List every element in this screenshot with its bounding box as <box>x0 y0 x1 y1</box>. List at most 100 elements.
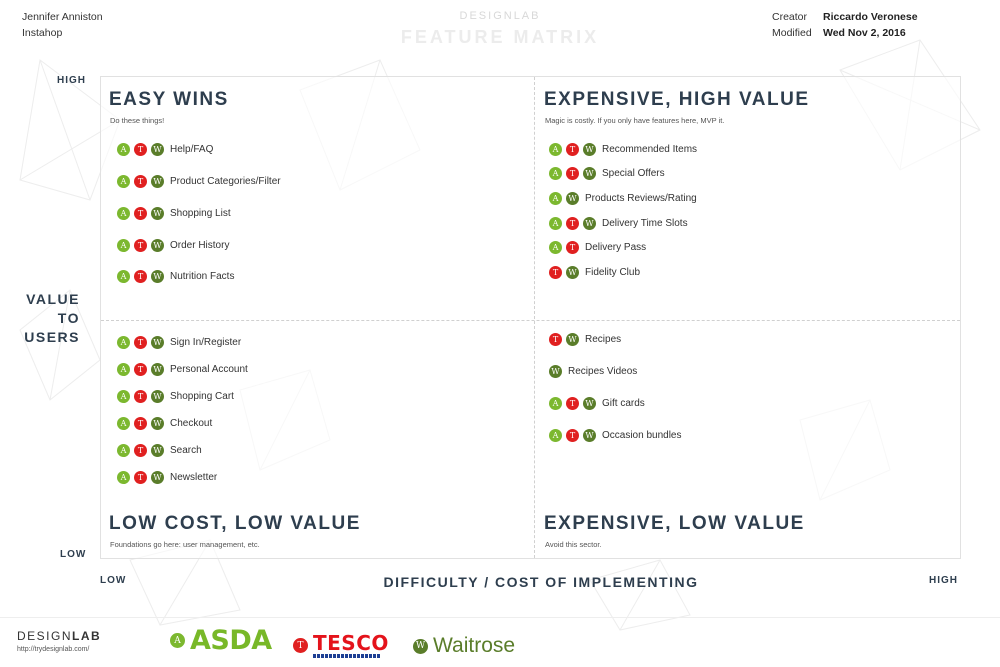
feature-item-label: Order History <box>170 240 230 251</box>
vertical-divider <box>534 77 535 558</box>
store-badge-icon: T <box>566 241 579 254</box>
store-badge-icon: T <box>134 270 147 283</box>
store-badge-icon: A <box>117 270 130 283</box>
tesco-logo-text: TESCO <box>313 631 389 655</box>
horizontal-divider <box>101 320 960 321</box>
store-badge-icon: T <box>134 471 147 484</box>
store-badge-icon: A <box>117 143 130 156</box>
store-badge-icon: A <box>549 397 562 410</box>
footer-brand-bold: LAB <box>72 629 102 643</box>
store-badge-icon: A <box>117 363 130 376</box>
store-badge-icon: T <box>566 143 579 156</box>
store-badge-icon: W <box>151 175 164 188</box>
footer-brand-light: DESIGN <box>17 629 73 643</box>
feature-item-label: Personal Account <box>170 364 248 375</box>
quadrant-subtitle-low-cost-low: Foundations go here: user management, et… <box>110 540 260 549</box>
header-left: Jennifer Anniston Instahop <box>22 9 103 41</box>
tesco-badge-icon: T <box>293 638 308 653</box>
store-badge-icon: T <box>134 336 147 349</box>
feature-item-label: Special Offers <box>602 168 665 179</box>
store-badge-icon: T <box>549 333 562 346</box>
feature-item-label: Recipes <box>585 334 622 345</box>
store-badge-icon: W <box>566 266 579 279</box>
tesco-logo: T TESCO <box>293 633 389 658</box>
store-badge-icon: W <box>566 333 579 346</box>
store-badge-icon: T <box>566 429 579 442</box>
y-axis-label: VALUE TO USERS <box>18 290 80 347</box>
store-badge-icon: W <box>566 192 579 205</box>
store-badge-icon: W <box>151 207 164 220</box>
waitrose-badge-icon: W <box>413 638 428 654</box>
feature-item-label: Newsletter <box>170 472 218 483</box>
store-badge-icon: A <box>117 417 130 430</box>
store-badge-icon: T <box>134 143 147 156</box>
store-badge-icon: A <box>549 241 562 254</box>
store-badge-icon: A <box>117 444 130 457</box>
store-badge-icon: T <box>134 175 147 188</box>
store-badge-icon: A <box>549 143 562 156</box>
feature-item-label: Occasion bundles <box>602 430 682 441</box>
modified-label: Modified <box>772 27 812 39</box>
y-axis-high: HIGH <box>57 75 86 86</box>
store-badge-icon: T <box>566 397 579 410</box>
store-badge-icon: W <box>151 471 164 484</box>
tesco-stripes-icon <box>313 654 381 658</box>
store-badge-icon: A <box>117 239 130 252</box>
quadrant-subtitle-expensive-low: Avoid this sector. <box>545 540 602 549</box>
feature-matrix: EASY WINS Do these things! EXPENSIVE, HI… <box>100 76 961 559</box>
feature-item-label: Help/FAQ <box>170 144 214 155</box>
quadrant-title-easy-wins: EASY WINS <box>109 89 229 110</box>
feature-item-label: Delivery Pass <box>585 242 647 253</box>
y-axis-label-line: TO <box>57 310 80 326</box>
y-axis-label-line: USERS <box>24 329 80 345</box>
footer-divider <box>0 617 1000 618</box>
store-badge-icon: W <box>151 417 164 430</box>
page-title: FEATURE MATRIX <box>400 27 600 47</box>
feature-item-label: Product Categories/Filter <box>170 176 281 187</box>
feature-item-label: Fidelity Club <box>585 267 641 278</box>
store-badge-icon: W <box>151 336 164 349</box>
store-badge-icon: T <box>566 217 579 230</box>
store-badge-icon: W <box>583 217 596 230</box>
store-badge-icon: A <box>549 429 562 442</box>
feature-item-label: Sign In/Register <box>170 337 242 348</box>
store-badge-icon: A <box>117 390 130 403</box>
store-badge-icon: T <box>566 167 579 180</box>
store-badge-icon: T <box>134 363 147 376</box>
asda-logo: A ASDA <box>170 625 272 656</box>
feature-item-label: Gift cards <box>602 398 645 409</box>
store-badge-icon: A <box>549 217 562 230</box>
y-axis-label-line: VALUE <box>26 291 80 307</box>
creator-label: Creator <box>772 11 808 23</box>
store-badge-icon: W <box>151 363 164 376</box>
author-name: Jennifer Anniston <box>22 11 103 23</box>
feature-item-label: Checkout <box>170 418 213 429</box>
store-badge-icon: A <box>549 167 562 180</box>
waitrose-logo-text: Waitrose <box>433 634 516 657</box>
quadrant-subtitle-expensive-high: Magic is costly. If you only have featur… <box>545 116 725 125</box>
quadrant-title-expensive-low: EXPENSIVE, LOW VALUE <box>544 513 805 534</box>
store-badge-icon: W <box>151 390 164 403</box>
feature-item-label: Recipes Videos <box>568 366 638 377</box>
feature-item-label: Recommended Items <box>602 144 698 155</box>
store-badge-icon: A <box>549 192 562 205</box>
header-center: DESIGNLAB FEATURE MATRIX <box>0 10 1000 48</box>
feature-item-label: Delivery Time Slots <box>602 218 688 229</box>
footer-url[interactable]: http://trydesignlab.com/ <box>17 646 90 653</box>
